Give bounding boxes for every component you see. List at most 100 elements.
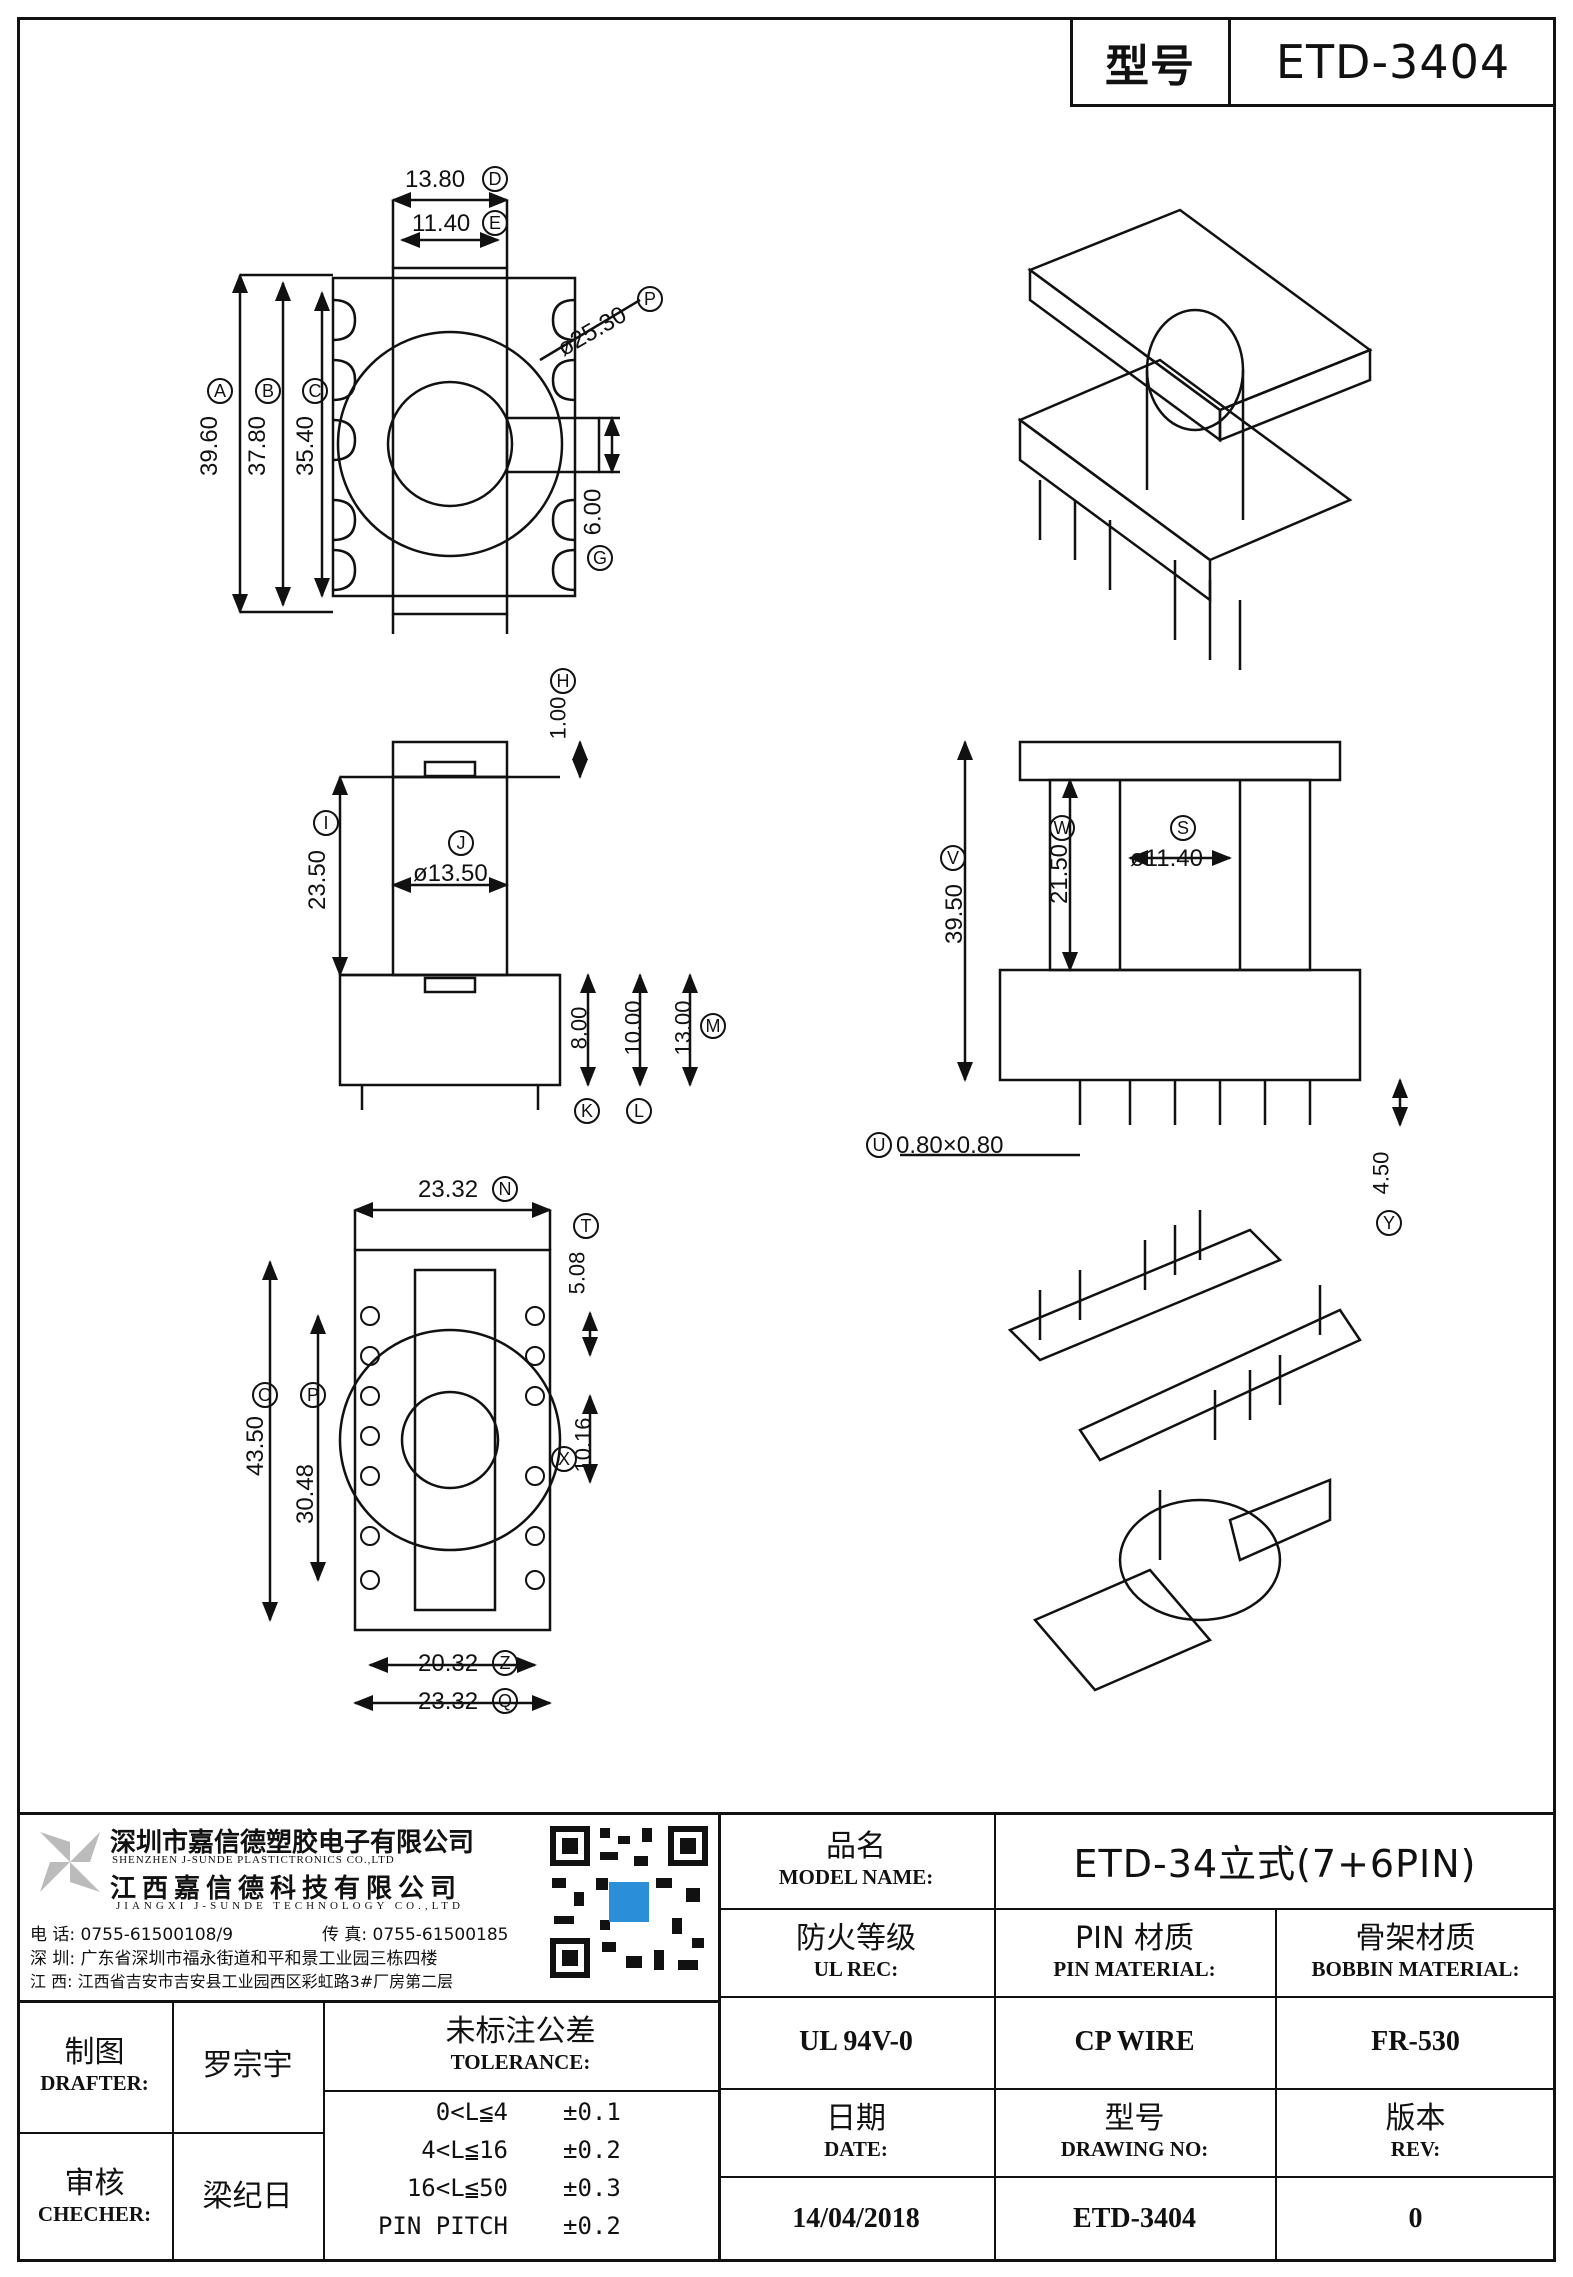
tb-drawing-label: 型号 DRAWING NO: <box>1060 2101 1209 2161</box>
company-name-sz-en: SHENZHEN J-SUNDE PLASTICTRONICS CO.,LTD <box>112 1854 395 1866</box>
dim-side-top: 1.00 <box>545 696 571 740</box>
tb-ul-label: 防火等级 UL REC: <box>796 1921 916 1981</box>
qr-code-icon <box>546 1822 712 1982</box>
side-view <box>332 740 698 1110</box>
tolerance-row: 16<L≦50 ±0.3 <box>406 2174 621 2202</box>
tb-line-1 <box>718 1908 1556 1910</box>
tb-pin-label: PIN 材质 PIN MATERIAL: <box>1053 1921 1216 1981</box>
tb-checker-label: 审核 CHECHER: <box>37 2166 152 2226</box>
tb-left-line-3 <box>323 2090 718 2092</box>
dim-top-w1-tag: D <box>482 166 508 192</box>
dim-bottom-b2: 23.32 <box>418 1688 479 1715</box>
dim-front-pin-len: 4.50 <box>1368 1151 1394 1195</box>
dim-front-pin: 0.80×0.80 <box>896 1132 1004 1159</box>
tb-date-value: 14/04/2018 <box>792 2203 920 2234</box>
header-divider <box>1228 17 1231 107</box>
dim-bottom-h1: 43.50 <box>242 1415 270 1477</box>
company-logo-icon <box>30 1822 110 1902</box>
dim-front-core-tag: S <box>1170 815 1196 841</box>
company-fax: 传 真: 0755-61500185 <box>322 1925 509 1945</box>
dim-bottom-gap-tag: X <box>551 1446 577 1472</box>
company-name-sz: 深圳市嘉信德塑胶电子有限公司 <box>110 1828 475 1858</box>
dim-side-top-tag: H <box>550 668 576 694</box>
tb-line-3 <box>718 2088 1556 2090</box>
dim-bottom-pitch-tag: T <box>573 1213 599 1239</box>
dim-bottom-h1-tag: O <box>252 1382 278 1408</box>
tb-rev-label: 版本 REV: <box>1385 2101 1446 2161</box>
dim-side-p3: 13.00 <box>670 1000 696 1056</box>
dim-side-tag-k: K <box>574 1098 600 1124</box>
tb-left-line-1 <box>17 2000 718 2003</box>
tb-vline-2 <box>1275 1908 1277 2262</box>
dim-bottom-h2-tag: P <box>300 1382 326 1408</box>
company-name-jx-en: JIANGXI J-SUNDE TECHNOLOGY CO.,LTD <box>116 1900 464 1912</box>
front-view <box>900 740 1408 1157</box>
dim-side-p2: 10.00 <box>620 1000 646 1056</box>
top-view <box>232 192 641 634</box>
tb-left-vline-2 <box>323 2000 325 2262</box>
tb-tolerance-table: 0<L≦4 ±0.1 4<L≦16 ±0.2 16<L≦50 ±0.3 PIN … <box>323 2094 718 2260</box>
tb-left-vline-1 <box>172 2000 174 2262</box>
dim-front-pin-len-tag: Y <box>1376 1210 1402 1236</box>
title-block-divider <box>718 1812 721 2262</box>
dim-top-h3-tag: C <box>302 378 328 404</box>
dim-top-h1-tag: A <box>207 378 233 404</box>
tolerance-row: 4<L≦16 ±0.2 <box>421 2136 621 2164</box>
dim-front-core: ø11.40 <box>1130 845 1203 872</box>
company-name-jx: 江西嘉信德科技有限公司 <box>110 1874 463 1904</box>
header-model-label: 型号 <box>1105 41 1195 92</box>
bottom-view <box>262 1202 598 1711</box>
dim-front-pin-tag: U <box>866 1132 892 1158</box>
tb-drafter-name: 罗宗宇 <box>202 2047 293 2083</box>
dim-bottom-b1-tag: Z <box>492 1650 518 1676</box>
dim-side-p1: 8.00 <box>566 1006 592 1050</box>
dim-side-height-tag: I <box>313 810 339 836</box>
tb-ul-value: UL 94V-0 <box>799 2026 913 2057</box>
technical-drawings <box>232 192 1408 1711</box>
tb-line-4 <box>718 2176 1556 2178</box>
bottom-view-pins <box>360 1306 545 1590</box>
tb-checker-name: 梁纪日 <box>202 2178 293 2214</box>
tb-tolerance-label: 未标注公差 TOLERANCE: <box>445 2014 596 2074</box>
tb-pin-value: CP WIRE <box>1074 2026 1195 2057</box>
dim-front-inner-tag: W <box>1049 815 1075 841</box>
tb-bobbin-label: 骨架材质 BOBBIN MATERIAL: <box>1311 1921 1520 1981</box>
dim-top-w2: 11.40 <box>412 210 471 237</box>
dim-top-dia-tag: P <box>637 286 663 312</box>
dim-bottom-top-w-tag: N <box>492 1176 518 1202</box>
company-address-jx: 江 西: 江西省吉安市吉安县工业园西区彩虹路3#厂房第二层 <box>30 1972 454 1991</box>
tb-line-2 <box>718 1996 1556 1998</box>
tb-bobbin-value: FR-530 <box>1371 2026 1460 2057</box>
dim-bottom-b1: 20.32 <box>418 1650 479 1677</box>
dim-side-core: ø13.50 <box>413 860 488 887</box>
dim-top-h2: 37.80 <box>244 415 272 477</box>
isometric-view-top <box>1017 208 1373 670</box>
dim-bottom-top-w: 23.32 <box>418 1176 479 1203</box>
dim-bottom-pitch: 5.08 <box>564 1251 590 1295</box>
tb-drawing-value: ETD-3404 <box>1073 2203 1196 2234</box>
tb-model-name-label: 品名 MODEL NAME: <box>778 1829 934 1889</box>
dim-top-h1: 39.60 <box>196 415 224 477</box>
dim-top-w1: 13.80 <box>405 166 466 193</box>
dim-top-h2-tag: B <box>255 378 281 404</box>
dim-top-w2-tag: E <box>482 210 508 236</box>
tb-vline-1 <box>994 1812 996 2262</box>
dim-side-height: 23.50 <box>304 849 332 911</box>
tb-drafter-label: 制图 DRAFTER: <box>40 2035 149 2095</box>
tolerance-row: 0<L≦4 ±0.1 <box>435 2098 621 2126</box>
header-model-value: ETD-3404 <box>1275 35 1511 89</box>
dim-front-total-tag: V <box>940 845 966 871</box>
tolerance-row: PIN PITCH ±0.2 <box>377 2212 621 2240</box>
dim-side-tag-l: L <box>626 1098 652 1124</box>
dim-top-slot: 6.00 <box>579 488 607 536</box>
dim-top-h3: 35.40 <box>292 415 320 477</box>
dim-front-total: 39.50 <box>941 883 969 945</box>
dim-bottom-h2: 30.48 <box>292 1463 320 1525</box>
title-block-top <box>17 1812 1556 1815</box>
dim-top-slot-tag: G <box>587 545 613 571</box>
sheet-border <box>17 17 1556 2262</box>
header-model-box <box>1070 17 1556 107</box>
tb-rev-value: 0 <box>1408 2203 1423 2234</box>
tb-date-label: 日期 DATE: <box>824 2101 888 2161</box>
